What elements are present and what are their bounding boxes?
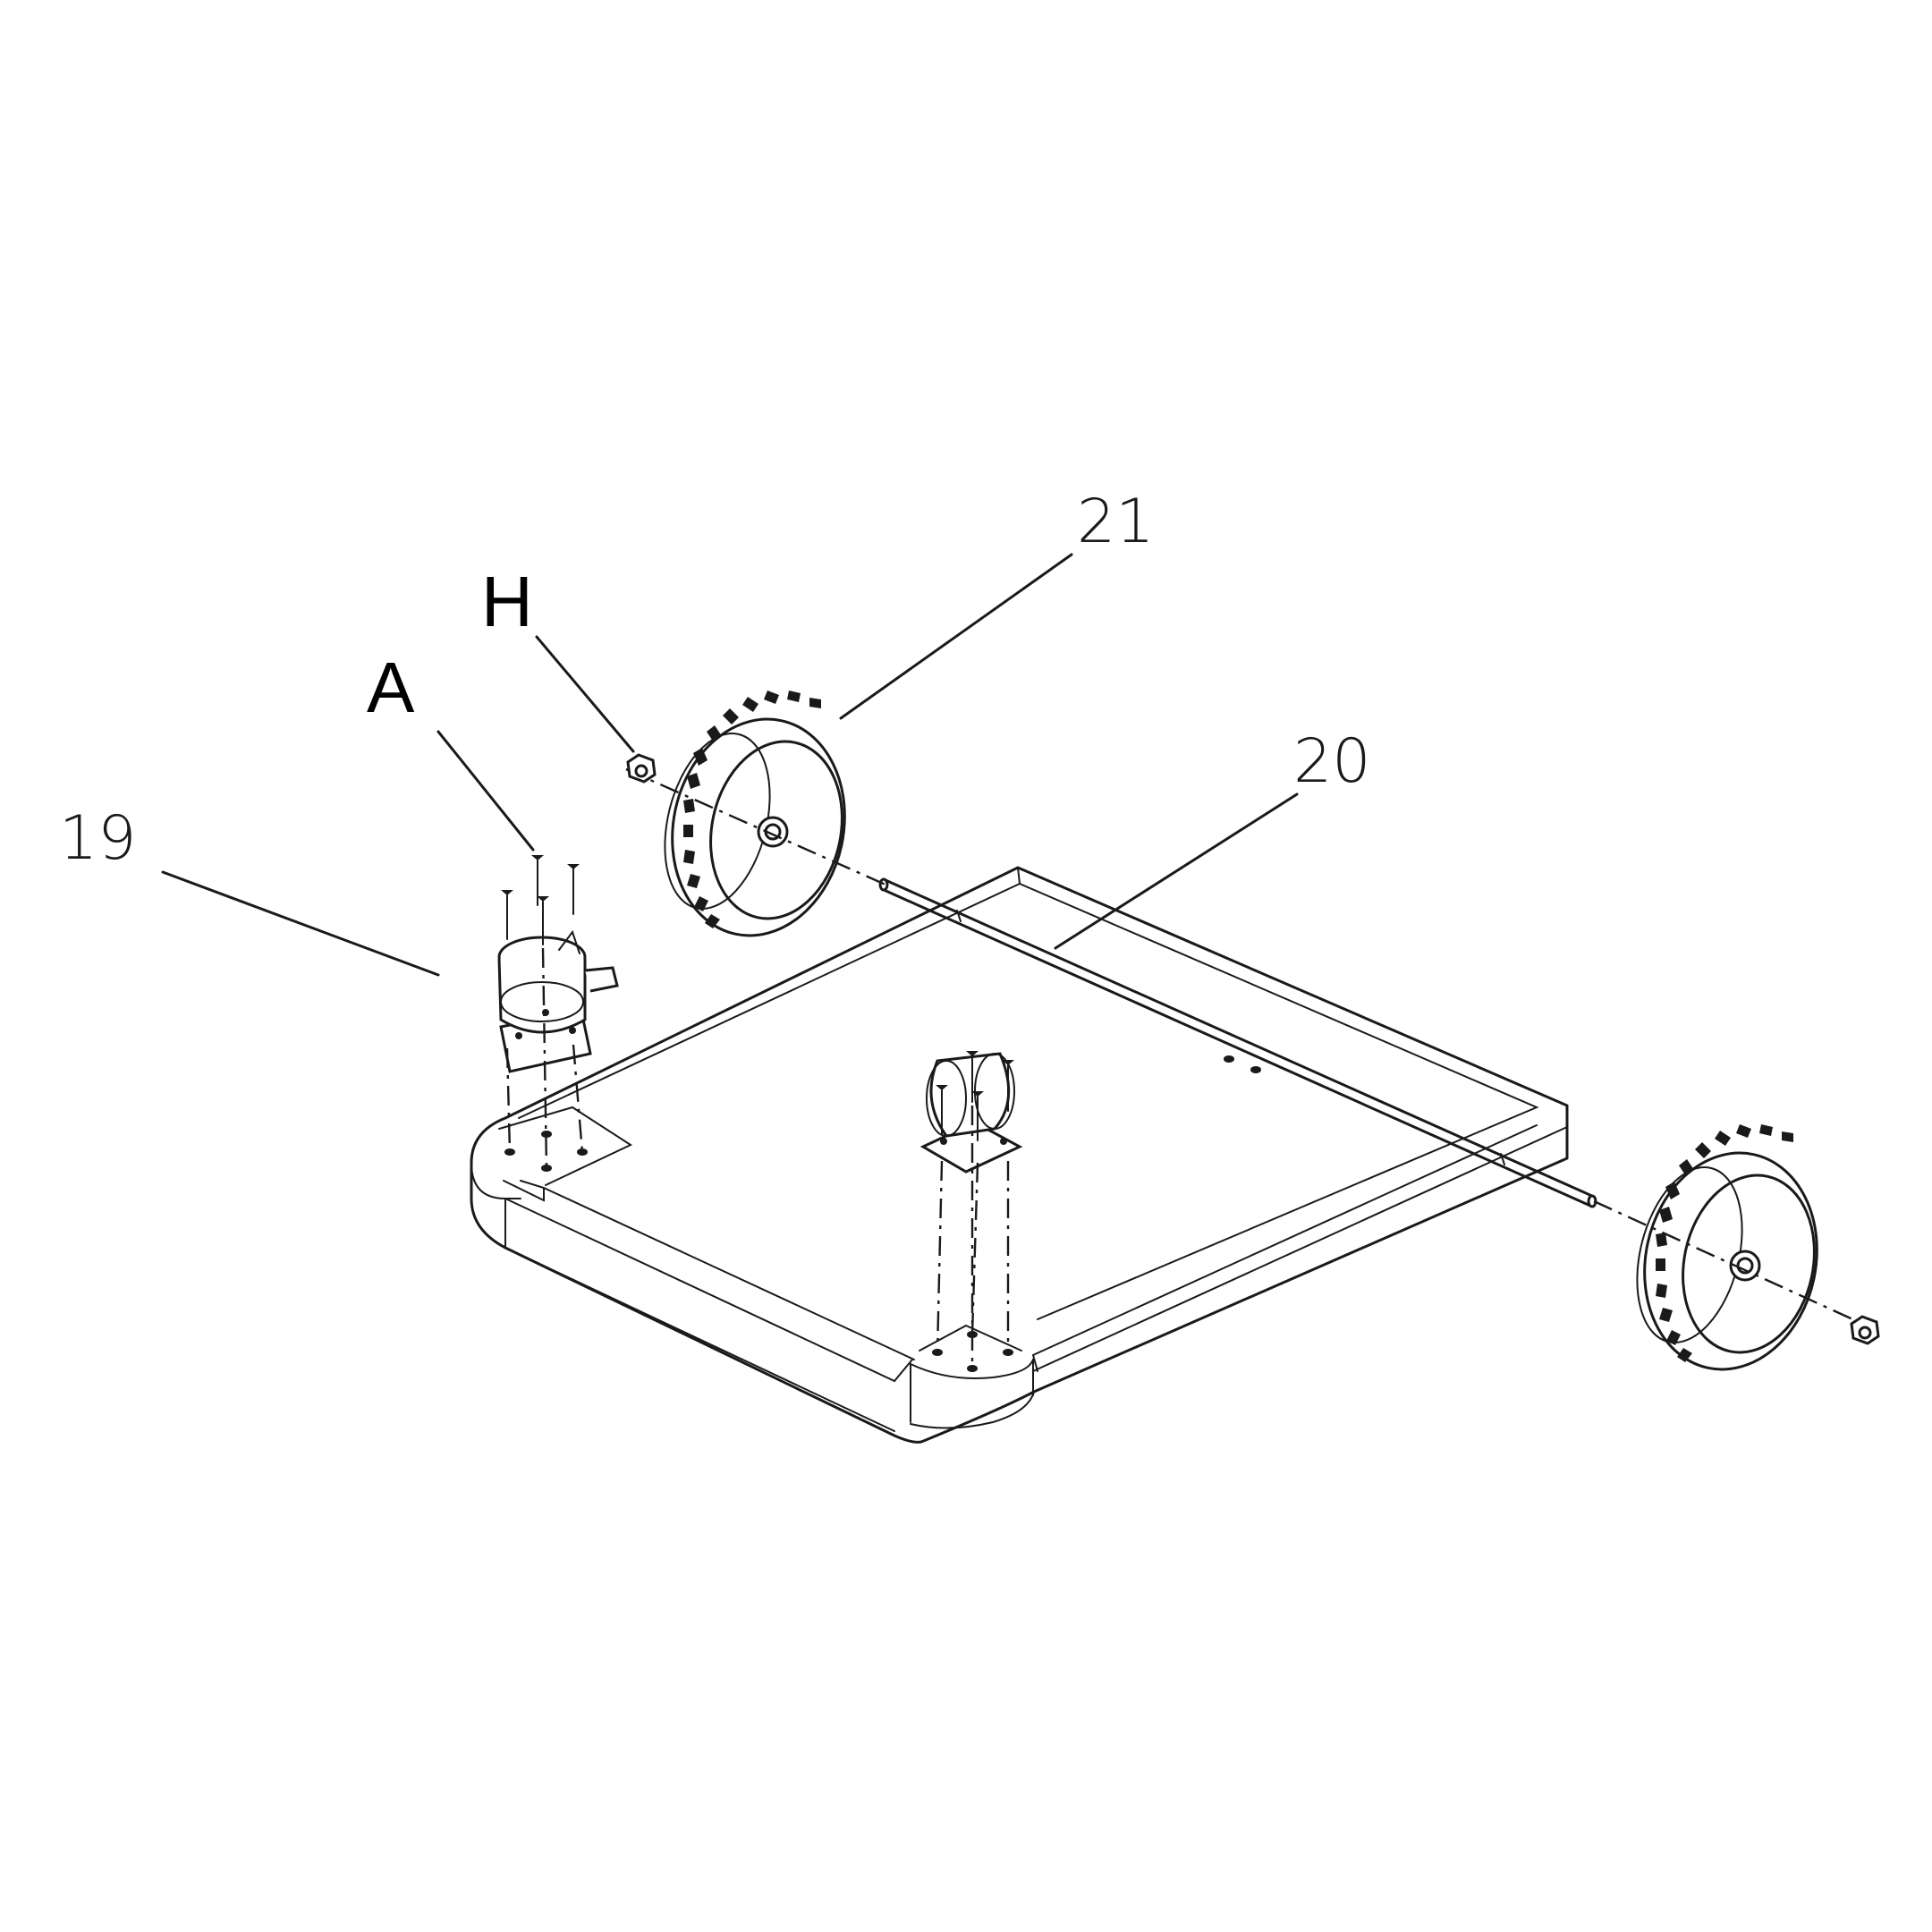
wheel-right-tread: [1656, 1124, 1793, 1362]
axle-centerline-right: [1593, 1199, 1879, 1333]
leader-20: [1054, 792, 1299, 950]
nut-left: [626, 753, 657, 784]
label-part-20: 20: [1293, 726, 1371, 797]
label-hardware-A: A: [367, 648, 415, 727]
wheel-left: [664, 691, 846, 937]
screw-centerlines: [505, 947, 1010, 1368]
axle-centerline-left: [625, 767, 886, 886]
wheel-left-tread: [683, 691, 821, 928]
leader-19: [161, 870, 440, 977]
screws-right: [936, 1051, 1014, 1141]
label-part-21: 21: [1077, 487, 1155, 557]
leader-A: [436, 730, 535, 852]
nut-right: [1850, 1315, 1880, 1345]
wheel-right: [1636, 1124, 1818, 1371]
base-frame: [470, 866, 1569, 1444]
label-hardware-H: H: [481, 562, 533, 641]
screws-left: [501, 855, 580, 945]
leader-H: [535, 635, 635, 753]
label-part-19: 19: [59, 803, 137, 874]
leader-21: [839, 553, 1073, 720]
caster-left: [497, 929, 619, 1073]
